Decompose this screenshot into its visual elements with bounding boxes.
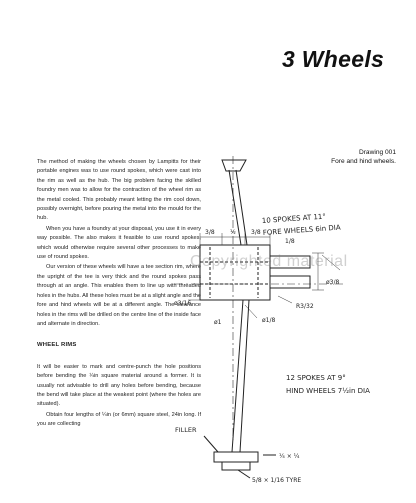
label-radius: R3/32	[296, 303, 314, 310]
label-rim-section: ¼ × ¼	[279, 453, 300, 460]
spoke-upper-a	[228, 169, 242, 246]
section-heading: WHEEL RIMS	[37, 342, 77, 349]
dimension-lines	[188, 233, 341, 319]
label-hub-mid-dim: ½	[230, 229, 236, 236]
label-bore-small: 1/8	[285, 238, 295, 245]
label-tyre: 5/8 × 1/16 TYRE	[252, 477, 301, 484]
watermark: Copyrighted material	[190, 253, 348, 270]
label-fore-wheels: FORE WHEELS 6in DIA	[263, 224, 342, 237]
drawing-caption: Drawing 001 Fore and hind wheels.	[276, 148, 396, 166]
rim-section-bottom	[203, 435, 276, 479]
drawing-number: Drawing 001	[358, 149, 396, 156]
label-fore-spokes: 10 SPOKES AT 11°	[262, 213, 327, 225]
paragraph-2: When you have a foundry at your disposal…	[37, 225, 201, 261]
label-collar-dim: ø3/8	[326, 279, 340, 286]
spoke-lower-a	[231, 299, 244, 453]
label-hub-right-dim: 3/8	[251, 229, 261, 236]
chapter-title: 3 Wheels	[282, 46, 385, 72]
label-hind-wheels: HIND WHEELS 7½in DIA	[286, 387, 370, 395]
hub	[199, 244, 311, 301]
paragraph-3: Our version of these wheels will have a …	[37, 264, 201, 327]
body-text: The method of making the wheels chosen b…	[37, 158, 201, 431]
label-hub-left-dim: 3/8	[205, 229, 215, 236]
spoke-upper-b	[235, 169, 248, 246]
label-filler: FILLER	[175, 426, 197, 434]
label-hind-spokes: 12 SPOKES AT 9°	[286, 374, 346, 382]
paragraph-5: Obtain four lengths of ¼in (or 6mm) squa…	[37, 411, 201, 428]
label-spoke-dia: ø1/8	[262, 317, 276, 324]
drawing-title: Fore and hind wheels.	[331, 158, 396, 165]
paragraph-4: It will be easier to mark and centre-pun…	[37, 363, 201, 408]
paragraph-1: The method of making the wheels chosen b…	[37, 159, 201, 222]
rim-section-top	[221, 159, 247, 172]
label-bore-left: ø3/16	[174, 300, 191, 307]
spoke-lower-b	[239, 299, 250, 453]
label-centre-dia: ø1	[214, 319, 222, 326]
